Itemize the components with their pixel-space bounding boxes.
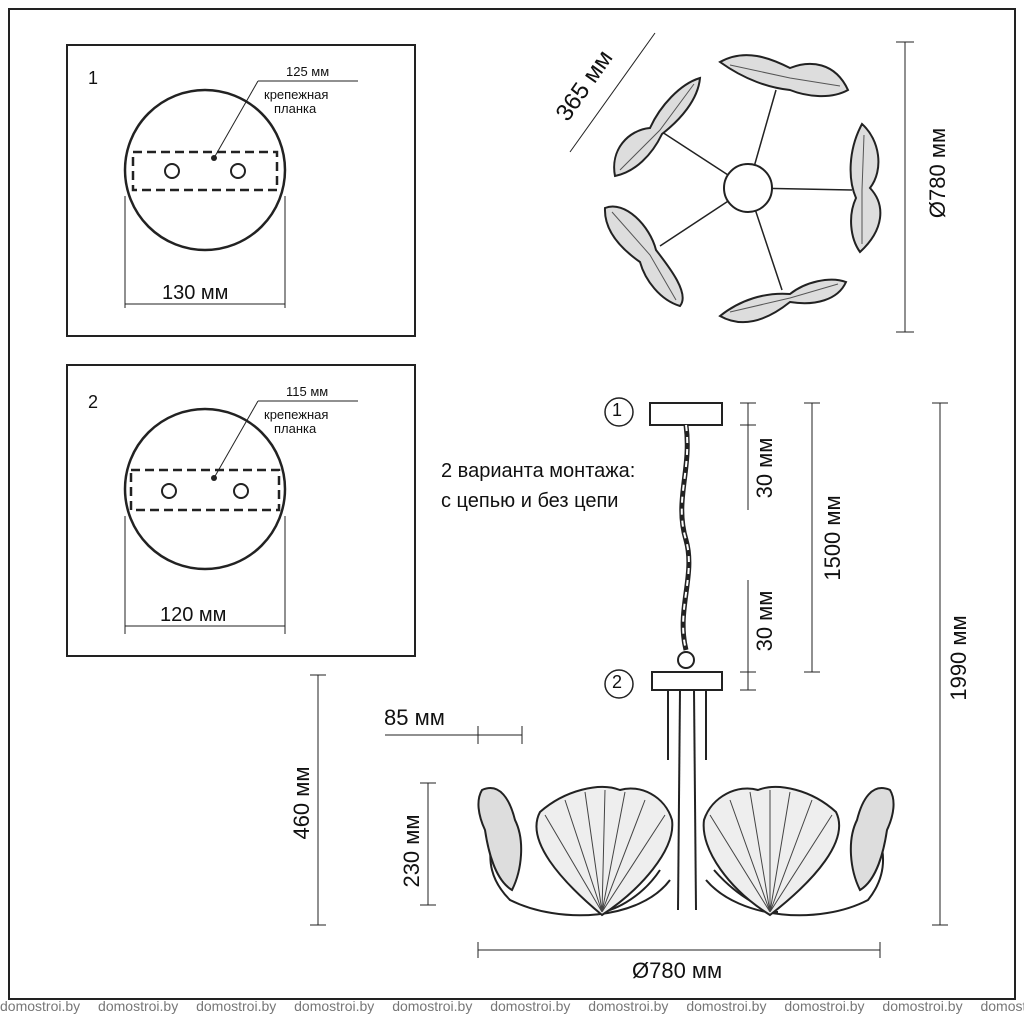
- offset-dim-label: 85 мм: [384, 705, 445, 730]
- chain-top-dim-label: 30 мм: [752, 437, 777, 499]
- width-dim-label: Ø780 мм: [632, 958, 723, 983]
- marker-1-label: 1: [612, 400, 623, 420]
- marker-2-label: 2: [612, 672, 623, 692]
- watermark-text: domostroi.by: [196, 998, 277, 1014]
- plate-label-line1: крепежная: [264, 87, 329, 102]
- watermark-text: domostroi.by: [686, 998, 767, 1014]
- watermark-text: domostroi.by: [588, 998, 669, 1014]
- mount-variant-number: 1: [88, 68, 99, 88]
- watermark-text: domostroi.by: [490, 998, 571, 1014]
- watermark-text: domostroi.by: [0, 998, 81, 1014]
- watermark-text: domostroi.by: [392, 998, 473, 1014]
- canopy-diagram-2: [123, 400, 358, 634]
- canopy-diagram-1: [123, 80, 358, 308]
- mount-variant-2-panel: 2 115 мм крепежная планка 120 мм: [66, 364, 416, 657]
- plate-label-line2: планка: [274, 101, 317, 116]
- mounting-note-line2: с цепью и без цепи: [441, 490, 619, 512]
- total-height-dim-label: 1990 мм: [946, 615, 971, 701]
- chain-length-dim-label: 1500 мм: [820, 495, 845, 581]
- drawing-frame: [8, 8, 1016, 1000]
- canopy-diameter-label: 120 мм: [160, 604, 227, 626]
- canopy-diameter-label: 130 мм: [162, 282, 229, 304]
- watermark-strip: domostroi.by domostroi.by domostroi.by d…: [0, 998, 1024, 1020]
- plate-size-label: 115 мм: [286, 384, 329, 399]
- mount-variant-1-panel: 1 125 мм крепежная планка 130 мм: [66, 44, 416, 337]
- plate-size-label: 125 мм: [286, 64, 330, 79]
- watermark-text: domostroi.by: [294, 998, 375, 1014]
- top-diameter-label: Ø780 мм: [925, 127, 950, 219]
- shade-height-dim-label: 230 мм: [399, 814, 424, 888]
- mount-variant-number: 2: [88, 392, 99, 412]
- plate-label-line1: крепежная: [264, 407, 329, 422]
- mounting-note-line1: 2 варианта монтажа:: [441, 460, 636, 482]
- watermark-text: domostroi.by: [980, 998, 1024, 1014]
- plate-label-line2: планка: [274, 421, 317, 436]
- body-height-dim-label: 460 мм: [289, 766, 314, 840]
- watermark-text: domostroi.by: [784, 998, 865, 1014]
- chain-bottom-dim-label: 30 мм: [752, 590, 777, 652]
- watermark-text: domostroi.by: [882, 998, 963, 1014]
- watermark-text: domostroi.by: [98, 998, 179, 1014]
